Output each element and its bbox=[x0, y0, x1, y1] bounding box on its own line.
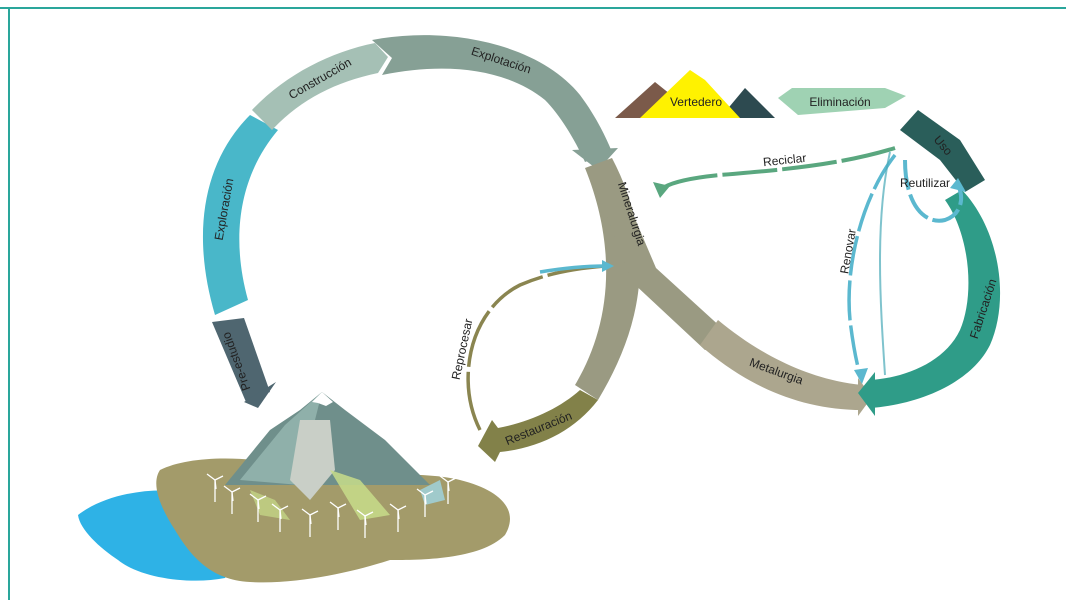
vertedero-label: Vertedero bbox=[670, 95, 722, 109]
mineralurgia-arrow: Mineralurgia bbox=[575, 158, 735, 400]
landscape-illustration bbox=[78, 392, 510, 582]
renovar-loop: Renovar bbox=[837, 152, 895, 384]
metalurgia-arrow: Metalurgia bbox=[700, 320, 872, 416]
restauracion-arrow: Restauración bbox=[478, 390, 598, 462]
fabricacion-arrow: Fabricación bbox=[858, 190, 1000, 416]
exploracion-arrow: Exploración bbox=[203, 115, 278, 315]
vertedero-mountain: Vertedero bbox=[615, 70, 775, 118]
pre-estudio-arrow: Pre-estudio bbox=[212, 318, 276, 408]
eliminacion-arrow: Eliminación bbox=[778, 88, 906, 115]
reutilizar-label: Reutilizar bbox=[900, 176, 950, 190]
explotacion-arrow: Explotación bbox=[372, 35, 618, 170]
eliminacion-label: Eliminación bbox=[809, 95, 870, 109]
construccion-arrow: Construcción bbox=[252, 43, 388, 130]
reciclar-loop: Reciclar bbox=[653, 148, 895, 198]
